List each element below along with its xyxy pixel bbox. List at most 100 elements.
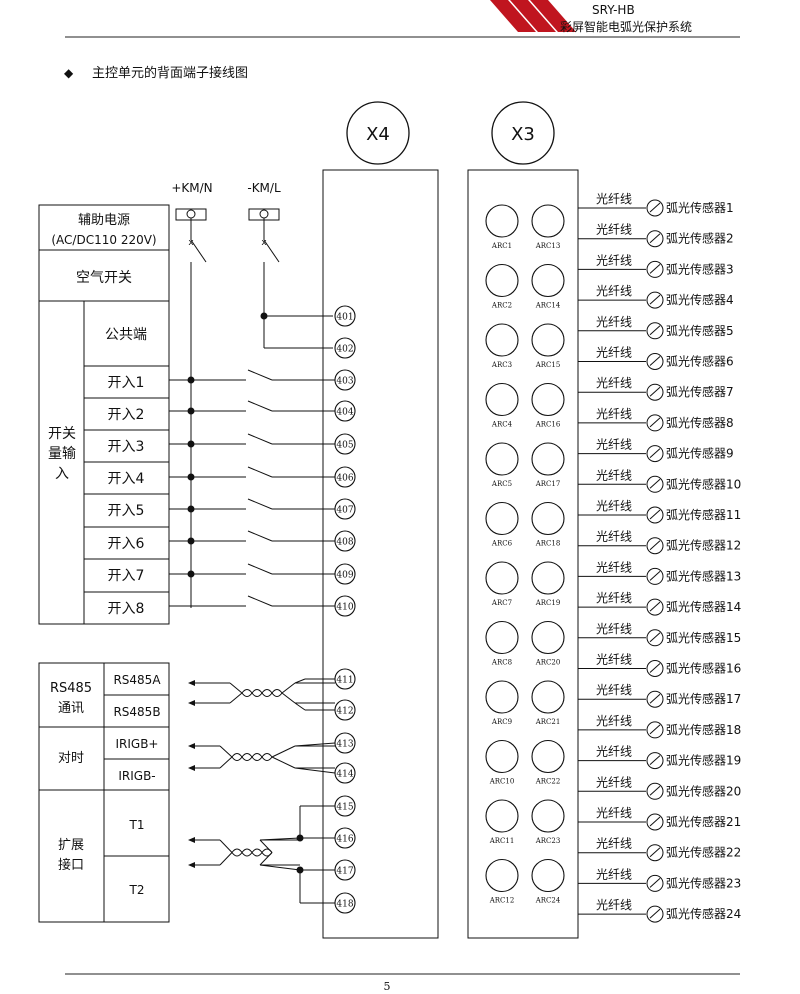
arc-sensor-label: 弧光传感器8 bbox=[666, 415, 734, 430]
header-stripe-3 bbox=[530, 0, 576, 32]
arc-sensor-label: 弧光传感器21 bbox=[666, 814, 741, 829]
input-switch bbox=[247, 595, 273, 607]
arc-port-label: ARC12 bbox=[489, 897, 515, 905]
input-switch bbox=[247, 400, 273, 412]
arc-port-label: ARC18 bbox=[535, 540, 561, 548]
plus-km-label: +KM/N bbox=[171, 181, 212, 195]
arc-port-label: ARC21 bbox=[535, 718, 561, 726]
arc-sensor-label: 弧光传感器4 bbox=[666, 292, 734, 307]
breaker-contact-mark: x bbox=[188, 238, 194, 248]
fiber-label: 光纤线 bbox=[596, 438, 632, 452]
rs485b-label: RS485B bbox=[113, 705, 160, 719]
t2-label: T2 bbox=[129, 883, 145, 897]
x3-label-circle bbox=[491, 101, 555, 165]
x3-port-block bbox=[467, 169, 579, 939]
x4-terminal-label: 417 bbox=[336, 867, 353, 877]
x4-terminal-401 bbox=[334, 305, 356, 327]
arc-port-label: ARC15 bbox=[535, 361, 561, 369]
arc-sensor-label: 弧光传感器22 bbox=[666, 845, 741, 860]
arc-port-label: ARC16 bbox=[535, 421, 561, 429]
x4-terminal-label: 405 bbox=[336, 441, 353, 451]
arc-sensor-list: 光纤线弧光传感器1光纤线弧光传感器2光纤线弧光传感器3光纤线弧光传感器4光纤线弧… bbox=[578, 192, 741, 923]
arc-sensor-icon bbox=[646, 383, 664, 401]
arc-port-label: ARC13 bbox=[535, 242, 561, 250]
arc-sensor-icon bbox=[646, 813, 664, 831]
arc-port-label: ARC14 bbox=[535, 302, 561, 310]
arc-port-label: ARC19 bbox=[535, 599, 561, 607]
arc-sensor-label: 弧光传感器2 bbox=[666, 231, 734, 246]
input-switch bbox=[247, 433, 273, 445]
arc-port-label: ARC5 bbox=[491, 480, 512, 488]
arc-port-13 bbox=[531, 204, 565, 238]
arc-sensor-label: 弧光传感器23 bbox=[666, 875, 741, 890]
x4-terminal-402 bbox=[334, 337, 356, 359]
timing-group-label: 对时 bbox=[58, 751, 84, 766]
arc-sensor-icon bbox=[646, 690, 664, 708]
x4-terminal-label: 412 bbox=[336, 707, 353, 717]
fiber-label: 光纤线 bbox=[596, 223, 632, 237]
arc-port-3 bbox=[485, 323, 519, 357]
arc-port-12 bbox=[485, 858, 519, 893]
arc-port-4 bbox=[485, 382, 519, 417]
arc-port-label: ARC24 bbox=[535, 897, 561, 905]
section-bullet: ◆ bbox=[64, 66, 74, 80]
fiber-label: 光纤线 bbox=[596, 745, 632, 759]
aux-power-voltage: (AC/DC110 220V) bbox=[51, 233, 156, 247]
x4-terminal-label: 402 bbox=[336, 345, 353, 355]
binary-input-label: 开入4 bbox=[108, 471, 145, 487]
x4-terminal-label: 418 bbox=[336, 900, 353, 910]
arc-port-15 bbox=[531, 323, 565, 357]
arc-sensor-icon bbox=[646, 844, 664, 862]
arc-port-16 bbox=[531, 382, 565, 417]
arc-sensor-icon bbox=[646, 230, 664, 248]
fiber-label: 光纤线 bbox=[596, 253, 632, 267]
arc-port-label: ARC2 bbox=[491, 302, 512, 310]
arc-sensor-icon bbox=[646, 721, 664, 739]
fiber-label: 光纤线 bbox=[596, 714, 632, 728]
input-switch bbox=[247, 530, 273, 542]
fuse-plus: x bbox=[175, 208, 207, 608]
arc-sensor-icon bbox=[646, 752, 664, 770]
arc-sensor-icon bbox=[646, 199, 664, 217]
binary-input-label: 开入1 bbox=[108, 375, 145, 391]
x4-terminal-block bbox=[322, 169, 439, 939]
fiber-label: 光纤线 bbox=[596, 284, 632, 298]
fiber-label: 光纤线 bbox=[596, 898, 632, 912]
fuse-minus: x bbox=[248, 208, 333, 349]
arc-sensor-label: 弧光传感器5 bbox=[666, 323, 734, 338]
input-switch bbox=[247, 369, 273, 381]
arc-sensor-label: 弧光传感器24 bbox=[666, 906, 741, 921]
common-label: 公共端 bbox=[105, 327, 147, 343]
x4-terminal-label: 415 bbox=[336, 803, 353, 813]
arc-port-label: ARC23 bbox=[535, 837, 561, 845]
arc-port-19 bbox=[531, 561, 565, 595]
arc-port-label: ARC7 bbox=[491, 599, 512, 607]
x4-label-circle bbox=[346, 101, 410, 165]
arc-sensor-label: 弧光传感器13 bbox=[666, 568, 741, 583]
binary-input-label: 开入7 bbox=[108, 568, 145, 584]
rs485-group-label-1: RS485 bbox=[50, 681, 92, 696]
arc-port-label: ARC22 bbox=[535, 778, 561, 786]
fiber-label: 光纤线 bbox=[596, 806, 632, 820]
x4-terminal-label: 409 bbox=[336, 571, 353, 581]
ext-group-label-1: 扩展 bbox=[58, 838, 84, 853]
arc-sensor-label: 弧光传感器7 bbox=[666, 384, 734, 399]
arc-sensor-label: 弧光传感器11 bbox=[666, 507, 741, 522]
arc-sensor-icon bbox=[646, 567, 664, 585]
binary-input-label: 开入5 bbox=[108, 503, 145, 519]
arrow-head bbox=[188, 680, 195, 686]
binary-input-label: 开入6 bbox=[108, 536, 145, 552]
ext-group-label-2: 接口 bbox=[58, 857, 84, 873]
x4-terminal-label: 408 bbox=[336, 538, 353, 548]
irigb-minus-label: IRIGB- bbox=[118, 769, 155, 783]
x4-terminal-label: 406 bbox=[336, 474, 353, 484]
rs485-group-label-2: 通讯 bbox=[58, 701, 84, 716]
fiber-label: 光纤线 bbox=[596, 837, 632, 851]
x4-terminals: 4014024034044054064074084094104114124134… bbox=[334, 305, 356, 914]
aux-power-label: 辅助电源 bbox=[78, 213, 130, 228]
arc-sensor-icon bbox=[646, 537, 664, 555]
x4-terminal-label: 414 bbox=[336, 770, 353, 780]
